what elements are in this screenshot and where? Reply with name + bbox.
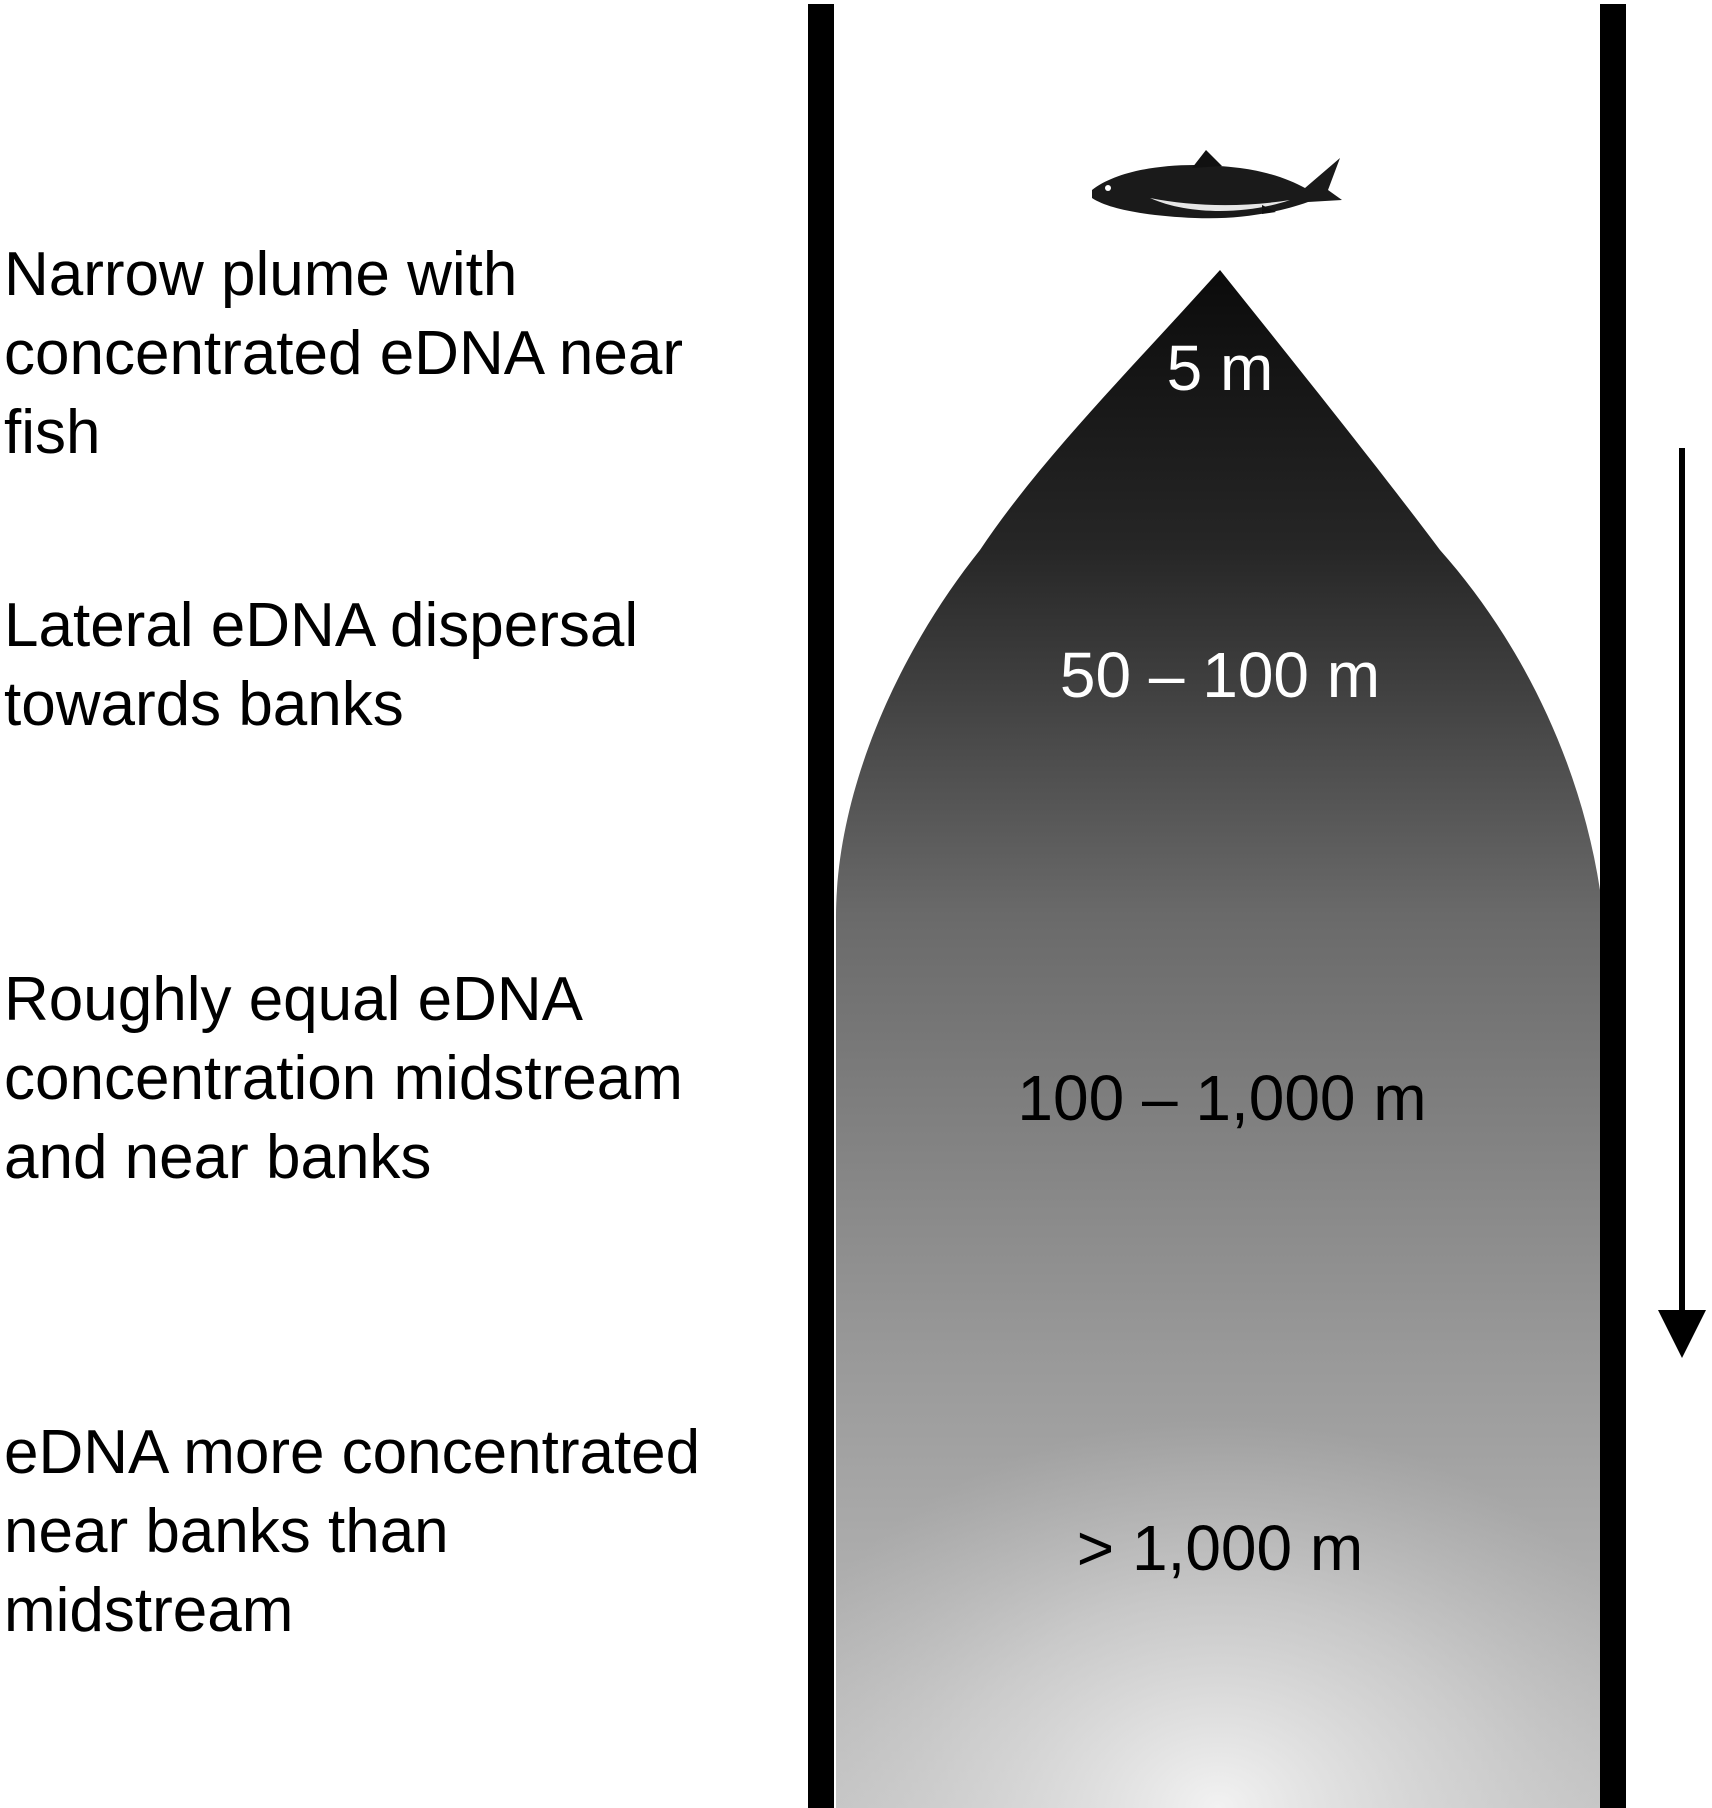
- stage-1-description: Narrow plume with concentrated eDNA near…: [4, 235, 784, 472]
- distance-label-50-100m: 50 – 100 m: [1060, 639, 1380, 711]
- stage-2-line-1: Lateral eDNA dispersal: [4, 591, 639, 660]
- stage-1-line-3: fish: [4, 398, 101, 467]
- left-river-bank: [808, 4, 834, 1808]
- stage-1-line-1: Narrow plume with: [4, 240, 518, 309]
- stage-4-line-1: eDNA more concentrated: [4, 1418, 701, 1487]
- distance-label-over-1000m: > 1,000 m: [1077, 1512, 1363, 1584]
- stage-4-line-3: midstream: [4, 1576, 294, 1645]
- stage-3-line-3: and near banks: [4, 1123, 432, 1192]
- stage-3-description: Roughly equal eDNA concentration midstre…: [4, 960, 784, 1197]
- stage-3-line-2: concentration midstream: [4, 1044, 683, 1113]
- fish-icon: [1092, 150, 1342, 219]
- stage-3-line-1: Roughly equal eDNA: [4, 965, 584, 1034]
- stage-2-description: Lateral eDNA dispersal towards banks: [4, 586, 784, 744]
- edna-plume-glow: [836, 1180, 1600, 1808]
- distance-label-5m: 5 m: [1167, 332, 1274, 404]
- arrow-down-icon: [1658, 448, 1706, 1358]
- stage-4-line-2: near banks than: [4, 1497, 449, 1566]
- stage-2-line-2: towards banks: [4, 670, 404, 739]
- stage-4-description: eDNA more concentrated near banks than m…: [4, 1413, 784, 1650]
- distance-label-100-1000m: 100 – 1,000 m: [1017, 1062, 1426, 1134]
- right-river-bank: [1600, 4, 1626, 1808]
- stage-1-line-2: concentrated eDNA near: [4, 319, 683, 388]
